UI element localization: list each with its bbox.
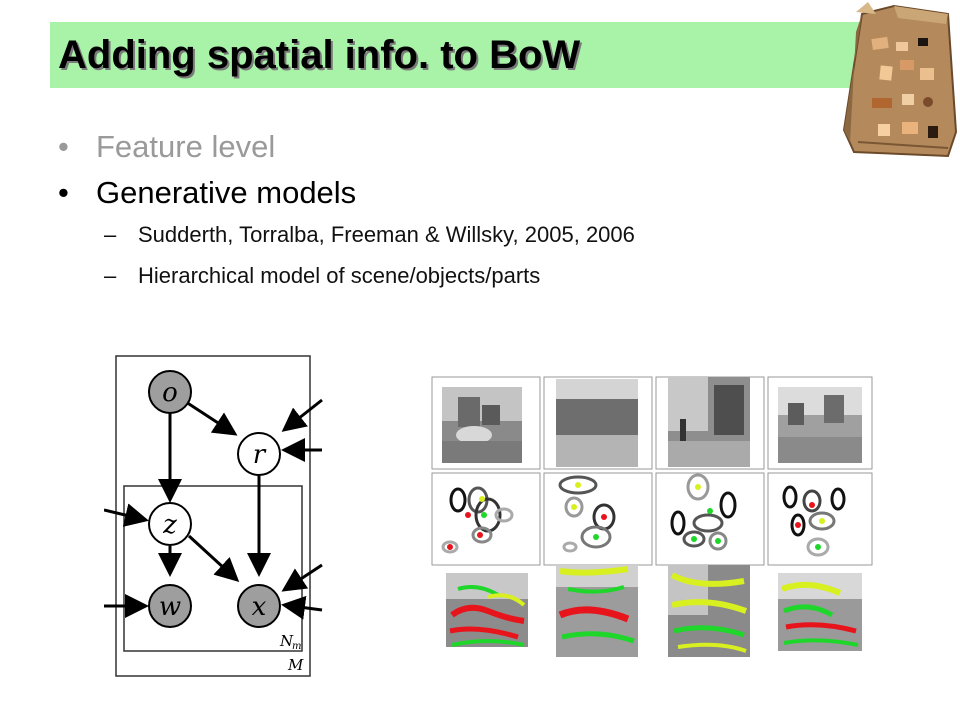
sub-bullet-hierarchy: – Hierarchical model of scene/objects/pa… [58,261,635,302]
node-z [148,502,192,546]
segmentation-3 [668,565,750,657]
plate-label-inner: N [279,632,294,650]
bullet-text: Generative models [96,175,357,210]
scene-photo-3 [655,376,765,470]
part-model-3 [655,472,765,566]
plate-label-outer: M [287,656,304,674]
node-x [237,584,281,628]
bullet-generative-models: • Generative models [58,174,635,220]
bullet-text: Feature level [96,129,276,164]
plate-label-inner-sub: m [292,641,301,652]
bullet-marker: • [58,175,69,210]
bullet-feature-level: • Feature level [58,128,635,174]
sub-bullet-text: Sudderth, Torralba, Freeman & Willsky, 2… [138,222,635,247]
scene-photo-4 [767,376,873,470]
node-r [237,432,281,476]
segmentation-2 [556,565,638,657]
inner-plate [123,485,303,652]
part-model-2 [543,472,653,566]
paper-bag-icon [842,2,958,158]
title-bar [50,22,880,88]
scene-photo-2 [543,376,653,470]
node-label-x: x [252,592,267,622]
sub-bullet-marker: – [104,263,117,288]
part-model-1 [431,472,541,566]
slide-title: Adding spatial info. to BoW [58,33,581,77]
scene-parts-figure [431,376,873,657]
node-w [148,584,192,628]
graphical-model-diagram: o r z w x N m M [104,355,323,677]
node-label-w: w [159,592,181,622]
node-o [148,370,192,414]
scene-photo-1 [431,376,541,470]
bullet-list: • Feature level • Generative models – Su… [58,128,635,302]
sub-bullet-text: Hierarchical model of scene/objects/part… [138,263,541,288]
bullet-marker: • [58,129,69,164]
part-model-4 [767,472,873,566]
sub-bullet-marker: – [104,222,117,247]
segmentation-4 [778,573,862,651]
outer-plate [115,355,311,677]
node-label-z: z [162,510,177,540]
sub-bullet-citation: – Sudderth, Torralba, Freeman & Willsky,… [58,220,635,261]
segmentation-1 [446,573,528,647]
node-label-r: r [253,440,267,470]
node-label-o: o [162,378,178,408]
